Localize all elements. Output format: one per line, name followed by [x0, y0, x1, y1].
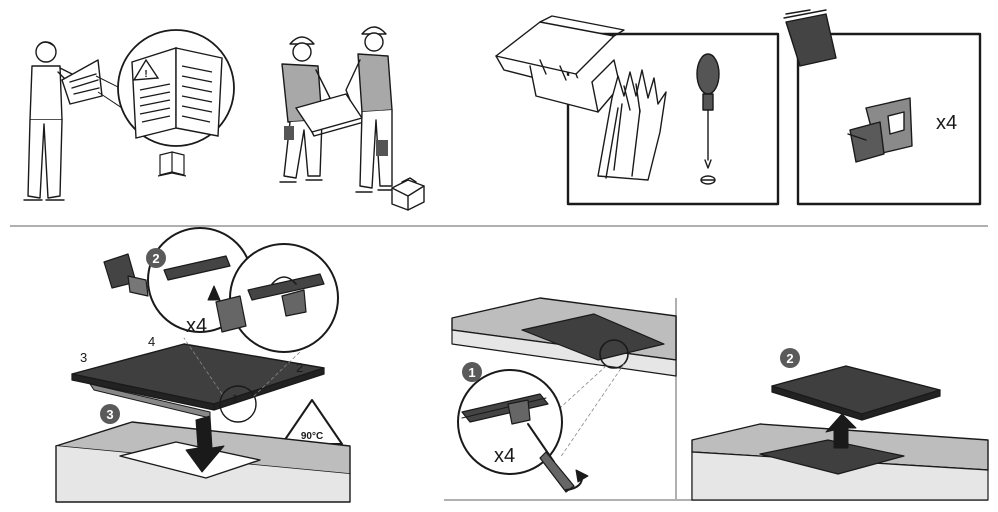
svg-text:!: ! — [144, 69, 147, 80]
step-badge-3: 3 — [100, 404, 120, 424]
gloves-icon — [597, 69, 667, 181]
warning-triangle-icon — [132, 58, 160, 81]
svg-text:2: 2 — [152, 251, 159, 266]
parts-bag-icon — [783, 9, 837, 67]
manual-warning-magnifier: ! — [95, 29, 235, 147]
step-badge-2b: 2 — [780, 348, 800, 368]
person-reading-manual — [23, 41, 103, 201]
hob-removal-step-1 — [451, 297, 677, 493]
open-book-icon — [157, 151, 187, 177]
corner-number-2: 2 — [296, 360, 303, 375]
up-arrow-icon — [825, 413, 857, 449]
installed-hob — [521, 313, 665, 361]
svg-text:3: 3 — [106, 407, 113, 422]
lifted-hob — [771, 365, 941, 415]
step-badge-2: 2 — [146, 248, 166, 268]
tools-required-panel — [495, 15, 780, 206]
hob-removal-step-2 — [691, 365, 989, 501]
svg-text:1: 1 — [468, 365, 475, 380]
rotate-arrow-icon — [575, 469, 589, 483]
temperature-warning-label: 90°C — [301, 431, 323, 442]
step-badge-1: 1 — [462, 362, 482, 382]
mounting-clip-icon — [847, 97, 913, 163]
corner-number-4: 4 — [148, 334, 155, 349]
down-arrow-icon — [185, 415, 225, 473]
corner-number-1: 1 — [232, 393, 238, 405]
countertop-cutout — [119, 441, 261, 479]
toolbox-icon — [495, 15, 625, 113]
mounting-clips-panel — [783, 9, 982, 206]
corner-number-3: 3 — [80, 350, 87, 365]
hob-top-surface — [71, 343, 325, 405]
svg-text:2: 2 — [786, 351, 793, 366]
screwdriver-icon — [696, 53, 720, 185]
countertop-opening — [759, 439, 905, 475]
clip-count-label-2: x4 — [186, 315, 207, 337]
clip-count-label-3: x4 — [494, 445, 515, 467]
clip-attachment-step — [55, 227, 351, 503]
clip-count-label: x4 — [936, 112, 957, 134]
screwdriver-icon-2 — [539, 451, 575, 493]
two-workers-carrying-hob — [279, 26, 425, 211]
